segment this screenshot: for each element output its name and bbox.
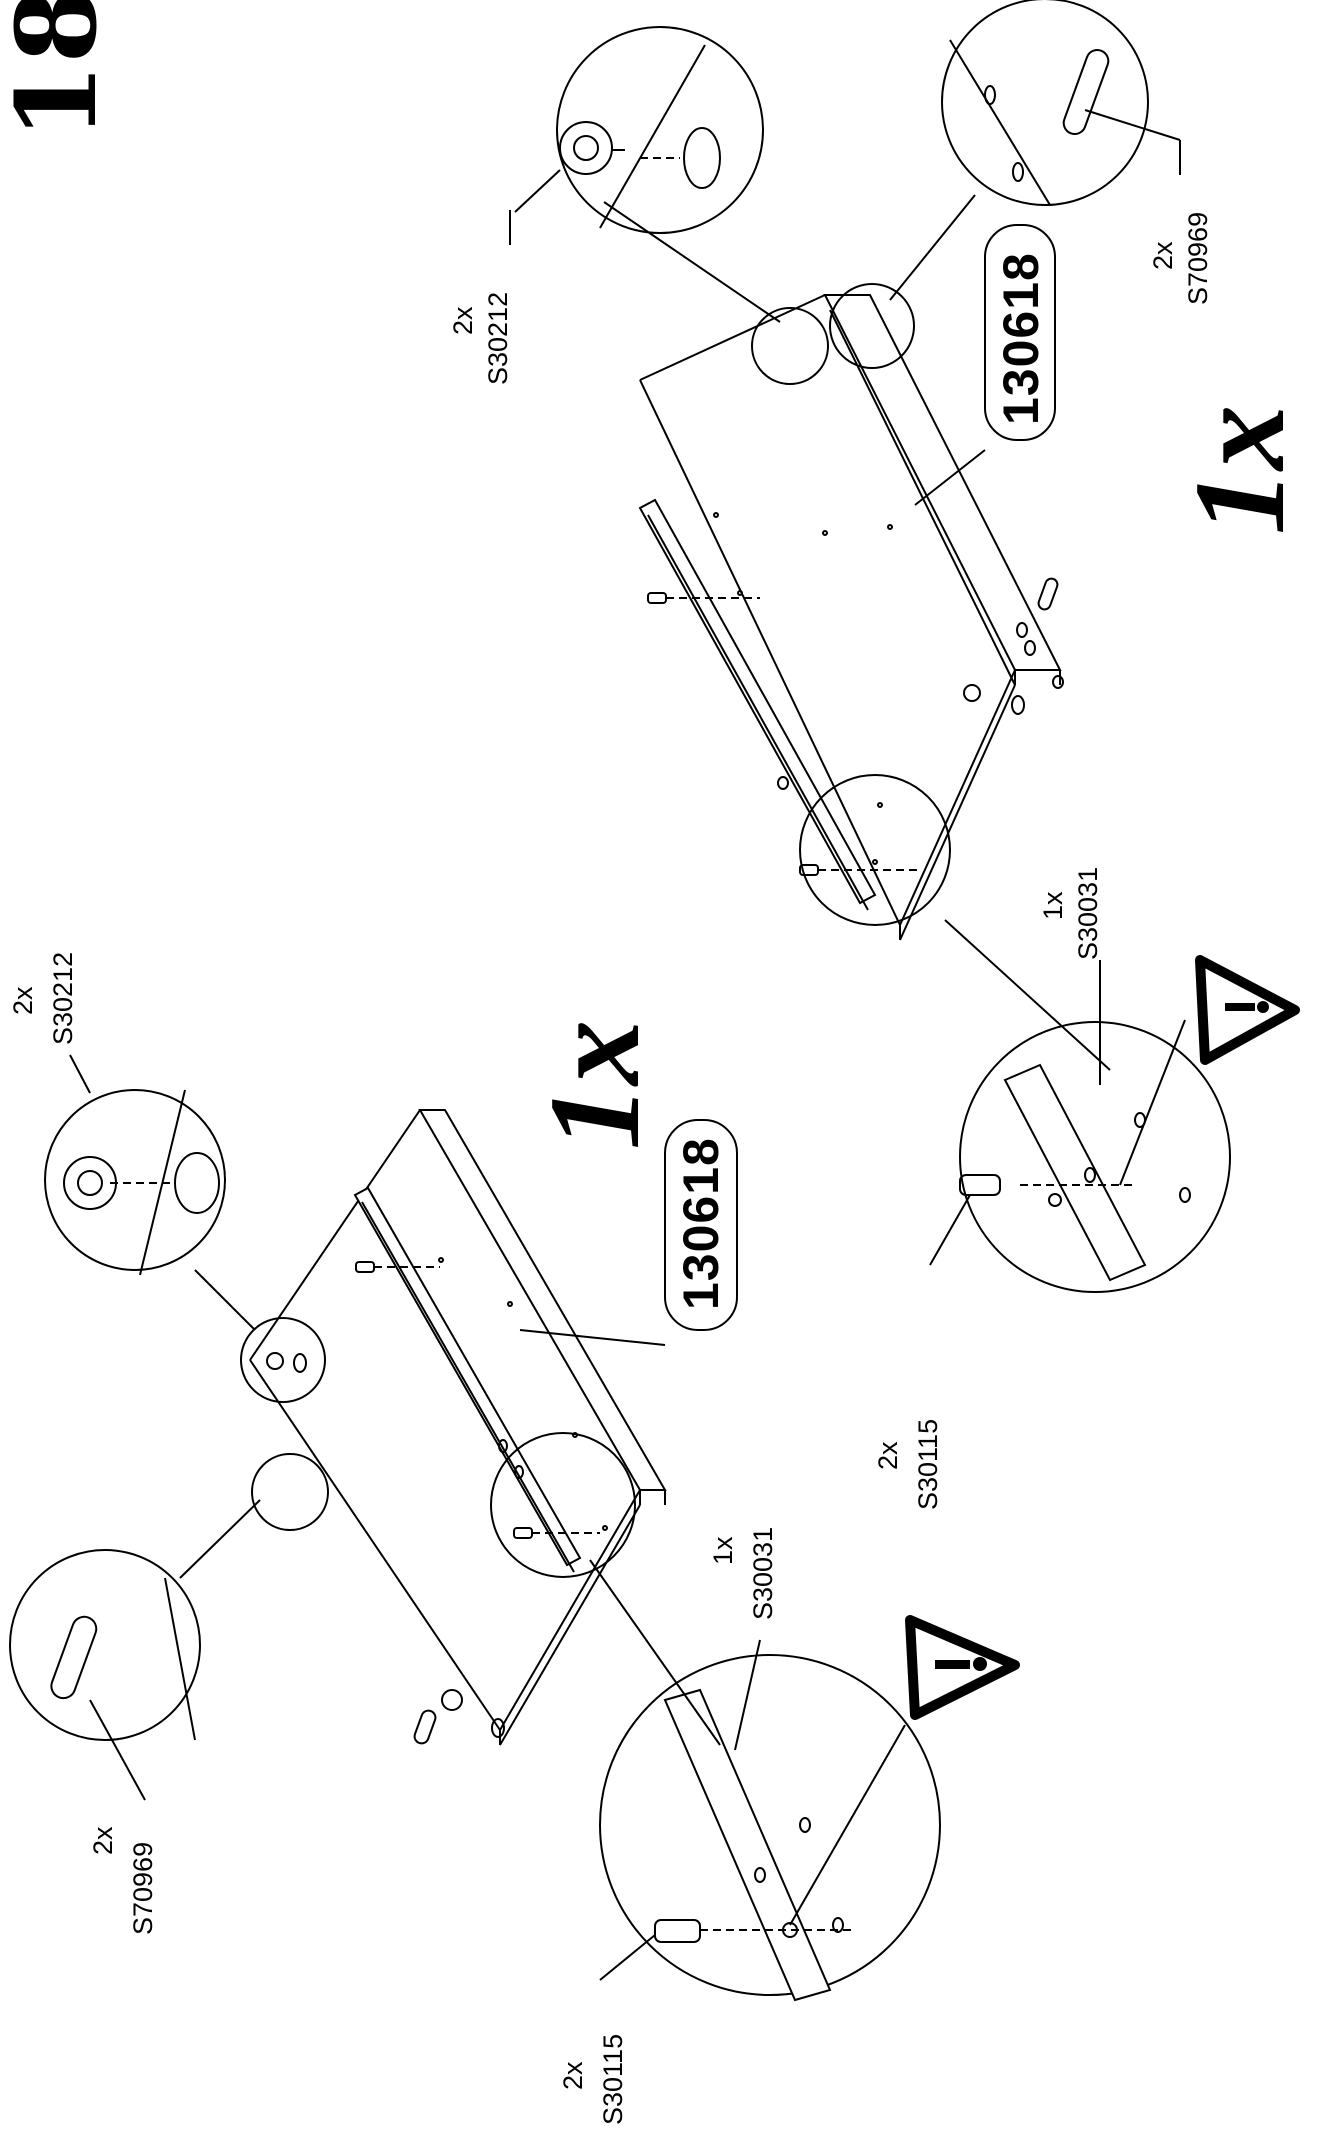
top-cam-qty: 2x — [448, 306, 478, 335]
top-part-number: 130618 — [993, 252, 1049, 425]
bottom-dowel-detail — [9, 1499, 261, 1801]
bottom-dowel-qty: 2x — [88, 1826, 118, 1855]
top-part-number-capsule — [984, 224, 1056, 441]
bottom-detail-cam-small — [240, 1317, 326, 1403]
bottom-slide-code: S30031 — [748, 1526, 778, 1620]
bottom-screw-qty: 2x — [558, 2061, 588, 2090]
bottom-screw-code: S30115 — [598, 2033, 628, 2125]
top-dowel-qty: 2x — [1148, 241, 1178, 270]
step-number: 18 — [0, 0, 121, 140]
top-screw-leader — [929, 1194, 971, 1266]
bottom-part-leader — [519, 1329, 666, 1346]
top-part-leader — [914, 449, 986, 506]
top-slide-detail — [944, 919, 1231, 1293]
bottom-part-number: 130618 — [673, 1137, 729, 1310]
top-cam-code: S30212 — [483, 291, 513, 385]
bottom-dowel-code: S70969 — [128, 1841, 158, 1935]
top-slide-code: S30031 — [1073, 866, 1103, 960]
top-dowel-code: S70969 — [1183, 211, 1213, 305]
top-screw-code: S30115 — [913, 1418, 943, 1510]
top-slide-qty: 1x — [1038, 891, 1068, 920]
top-warning-icon — [1195, 955, 1300, 1065]
top-detail-slide-small — [799, 774, 951, 926]
bottom-warning-icon — [905, 1615, 1020, 1720]
bottom-cam-lock-detail — [44, 1054, 256, 1331]
bottom-slide-qty: 1x — [708, 1536, 738, 1565]
top-detail-dowel-small — [829, 283, 915, 369]
bottom-panel — [249, 1109, 667, 1746]
bottom-detail-dowel-small — [251, 1453, 329, 1531]
bottom-cam-qty: 2x — [8, 986, 38, 1015]
top-quantity: 1x — [1168, 405, 1312, 535]
bottom-detail-slide-small — [490, 1432, 636, 1578]
bottom-quantity: 1x — [523, 1020, 667, 1150]
top-dowel-detail — [889, 0, 1181, 301]
bottom-cam-code: S30212 — [48, 951, 78, 1045]
top-cam-lock-detail — [514, 26, 781, 323]
bottom-slide-detail — [589, 1559, 941, 2002]
top-screw-qty: 2x — [873, 1441, 903, 1470]
bottom-part-number-capsule — [664, 1119, 738, 1331]
top-detail-cam-small — [751, 307, 829, 385]
